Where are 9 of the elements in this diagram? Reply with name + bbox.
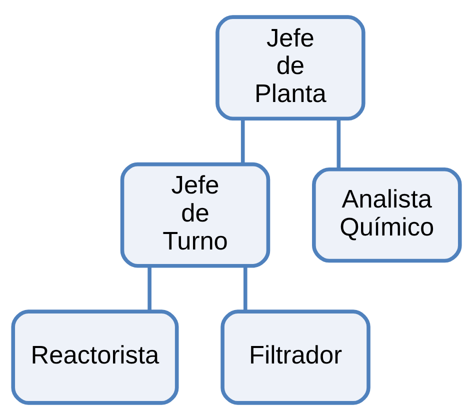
connector bbox=[243, 266, 248, 312]
node-box: Jefe de Turno bbox=[120, 162, 270, 268]
connector bbox=[148, 266, 152, 312]
node-box: Reactorista bbox=[11, 310, 179, 405]
connector bbox=[336, 118, 341, 170]
node-box: Analista Químico bbox=[312, 167, 462, 263]
node-box: Filtrador bbox=[220, 310, 370, 405]
connector bbox=[240, 118, 245, 164]
node-box: Jefe de Planta bbox=[216, 15, 366, 121]
